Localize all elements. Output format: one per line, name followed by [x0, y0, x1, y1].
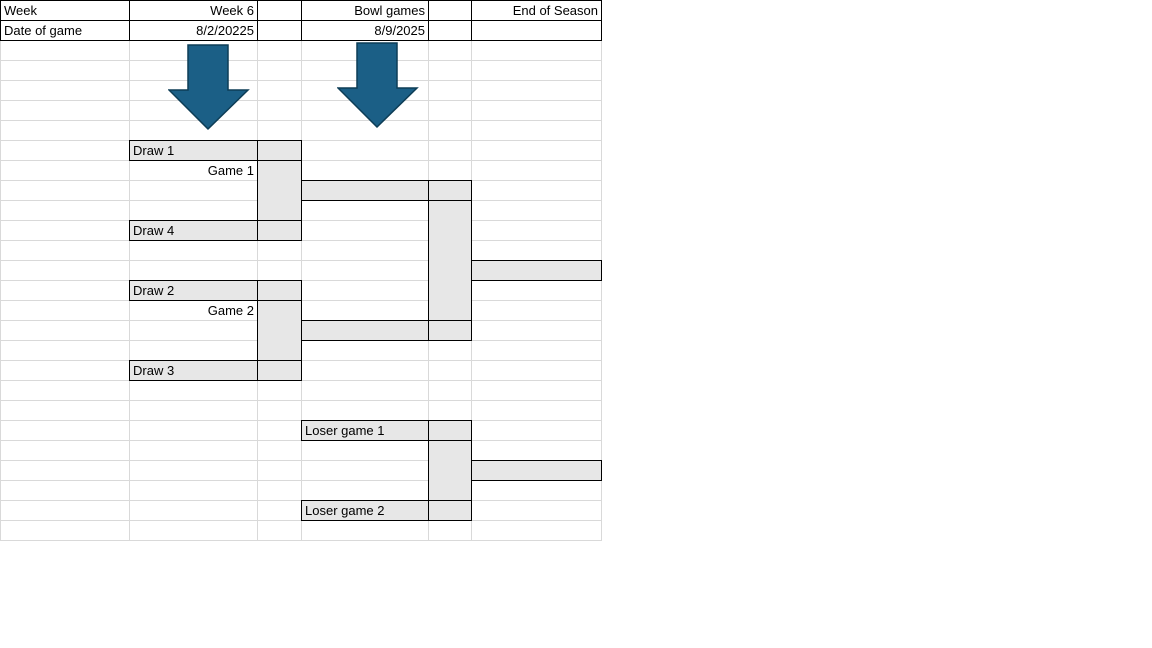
game2-winner-score-cell[interactable] — [428, 320, 472, 341]
down-arrow-icon[interactable] — [337, 42, 419, 130]
draw3-cell[interactable] — [129, 360, 258, 381]
draw3-score-cell[interactable] — [257, 360, 302, 381]
gridline — [0, 400, 602, 401]
gridline — [257, 0, 258, 541]
game2-label: Game 2 — [207, 303, 254, 318]
week6-date-cell[interactable]: 8/2/20225 — [196, 23, 254, 38]
game1-label: Game 1 — [207, 163, 254, 178]
loser-game1-score-cell[interactable] — [428, 420, 472, 441]
bowl-connector[interactable] — [428, 180, 472, 341]
down-arrow-icon[interactable] — [168, 44, 250, 132]
loser-game1-label: Loser game 1 — [305, 423, 385, 438]
loser-game2-score-cell[interactable] — [428, 500, 472, 521]
gridline — [0, 0, 1, 541]
game1-winner-score-cell[interactable] — [428, 180, 472, 201]
gridline — [301, 0, 302, 541]
draw4-score-cell[interactable] — [257, 220, 302, 241]
gridline — [0, 540, 602, 541]
week6-header-cell[interactable]: Week 6 — [210, 3, 254, 18]
header-border — [471, 0, 472, 41]
draw1-score-cell[interactable] — [257, 140, 302, 161]
header-border — [0, 0, 1, 41]
gridline — [0, 100, 602, 101]
header-border — [301, 0, 302, 41]
draw2-score-cell[interactable] — [257, 280, 302, 301]
loser-bowl-winner-cell[interactable] — [471, 460, 602, 481]
header-border — [428, 0, 429, 41]
bowl-date-cell[interactable]: 8/9/2025 — [374, 23, 425, 38]
end-of-season-header-cell[interactable]: End of Season — [512, 3, 598, 18]
date-of-game-label-cell[interactable]: Date of game — [4, 23, 83, 38]
header-border — [129, 0, 130, 41]
gridline — [0, 460, 602, 461]
draw4-cell[interactable] — [129, 220, 258, 241]
game2-winner-cell[interactable] — [301, 320, 429, 341]
gridline — [0, 480, 602, 481]
draw3-label: Draw 3 — [133, 363, 175, 378]
header-border — [601, 0, 602, 41]
game1-winner-cell[interactable] — [301, 180, 429, 201]
gridline — [0, 80, 602, 81]
draw4-label: Draw 4 — [133, 223, 175, 238]
bowl-games-header-cell[interactable]: Bowl games — [354, 3, 425, 18]
champion-cell[interactable] — [471, 260, 602, 281]
draw1-label: Draw 1 — [133, 143, 175, 158]
gridline — [0, 120, 602, 121]
draw2-label: Draw 2 — [133, 283, 175, 298]
gridline — [0, 60, 602, 61]
header-border — [257, 0, 258, 41]
loser-game2-label: Loser game 2 — [305, 503, 385, 518]
gridline — [0, 260, 602, 261]
gridline — [129, 0, 130, 541]
week-label-cell[interactable]: Week — [4, 3, 37, 18]
spreadsheet-grid[interactable]: Week Week 6 Bowl games End of Season Dat… — [0, 0, 602, 541]
